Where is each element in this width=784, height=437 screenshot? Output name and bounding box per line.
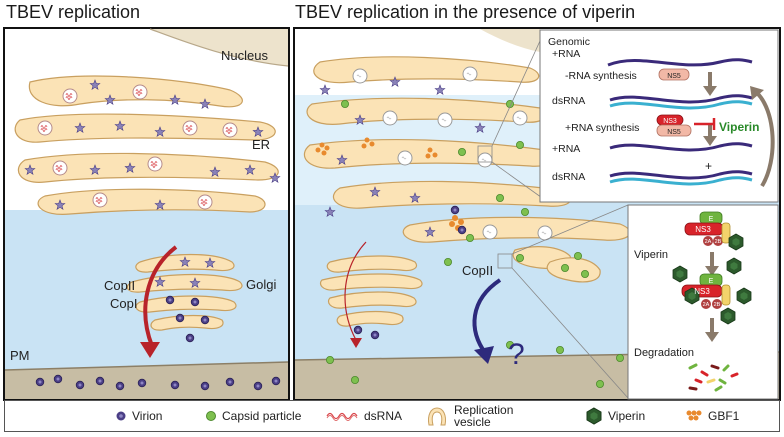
right-copii-arrow: [472, 278, 502, 364]
virion-icon: [116, 411, 126, 421]
label-2a-top: 2A: [705, 239, 712, 245]
inset-viperin-degradation: E NS3 2A 2B Viperin E NS3 2A 2B Degradat…: [627, 204, 779, 400]
genomic-rna-label-1: Genomic: [548, 36, 590, 48]
plasma-membrane: [5, 362, 288, 399]
dsrna-label-1: dsRNA: [552, 95, 585, 107]
ns5-label: NS5: [667, 73, 681, 80]
pos-rna-synthesis-label: +RNA synthesis: [565, 122, 639, 134]
legend-viperin-label: Viperin: [608, 409, 646, 423]
golgi-label: Golgi: [246, 277, 276, 292]
legend-replication-vesicle: Replication vesicle: [425, 401, 513, 431]
nucleus-label: Nucleus: [221, 48, 268, 63]
zoom-lines: [477, 29, 629, 399]
left-secretion-arrow: [140, 245, 178, 358]
legend-dsrna-label: dsRNA: [364, 409, 403, 423]
inset-rna-synthesis: Genomic +RNA -RNA synthesis NS5 dsRNA +R…: [539, 29, 779, 203]
replication-vesicle-icon: [428, 407, 446, 426]
label-2a-bottom: 2A: [703, 302, 710, 308]
legend: Virion Capsid particle dsRNA Replication…: [4, 400, 780, 432]
right-title: TBEV replication in the presence of vipe…: [295, 2, 636, 22]
legend-capsid-label: Capsid particle: [222, 409, 302, 423]
legend-replication-line2: vesicle: [454, 415, 491, 429]
neg-rna-synthesis-label: -RNA synthesis: [565, 70, 637, 82]
degradation-label: Degradation: [634, 347, 694, 359]
copi-label: CopI: [110, 296, 137, 311]
e-label-top: E: [709, 216, 714, 223]
ns5-label-2: NS5: [667, 129, 681, 136]
ns3-label: NS3: [663, 118, 677, 125]
gbf1-icon: [686, 410, 702, 421]
right-golgi: [319, 255, 423, 327]
dsrna-label-2: dsRNA: [552, 171, 585, 183]
label-2b-top: 2B: [715, 239, 722, 245]
pos-rna-label: +RNA: [552, 143, 580, 155]
capsid-icon: [206, 411, 216, 421]
left-cell-panel: Nucleus ER Golgi CopII CopI PM: [3, 27, 290, 401]
ns3-label-top: NS3: [695, 225, 711, 234]
dsrna-icon: [326, 412, 358, 421]
legend-virion-label: Virion: [132, 409, 163, 423]
legend-gbf1: GBF1: [685, 401, 739, 431]
legend-capsid: Capsid particle: [205, 401, 301, 431]
question-mark: ?: [508, 338, 525, 371]
genomic-rna-label-2: +RNA: [552, 48, 580, 60]
label-2b-bottom: 2B: [714, 302, 721, 308]
legend-virion: Virion: [115, 401, 162, 431]
pm-label: PM: [10, 348, 30, 363]
copii-label: CopII: [104, 278, 135, 293]
viperin-label-bottom: Viperin: [634, 249, 668, 261]
e-label-bottom: E: [709, 278, 714, 285]
legend-gbf1-label: GBF1: [708, 409, 740, 423]
plus-sign: +: [705, 159, 712, 173]
nucleus-region: [5, 29, 288, 66]
degradation-fragments: [688, 363, 739, 392]
er-label: ER: [252, 137, 270, 152]
legend-dsrna: dsRNA: [325, 401, 402, 431]
legend-viperin: Viperin: [585, 401, 645, 431]
right-copii-label: CopII: [462, 263, 493, 278]
ns3-label-bottom: NS3: [694, 287, 710, 296]
viperin-hexagon-icon: [586, 407, 602, 425]
legend-replication-line1: Replication: [454, 403, 514, 417]
left-title: TBEV replication: [6, 2, 141, 22]
right-faint-arrow: [344, 241, 367, 348]
viperin-label-top: Viperin: [719, 120, 759, 134]
right-gbf1-clusters: [315, 137, 464, 231]
